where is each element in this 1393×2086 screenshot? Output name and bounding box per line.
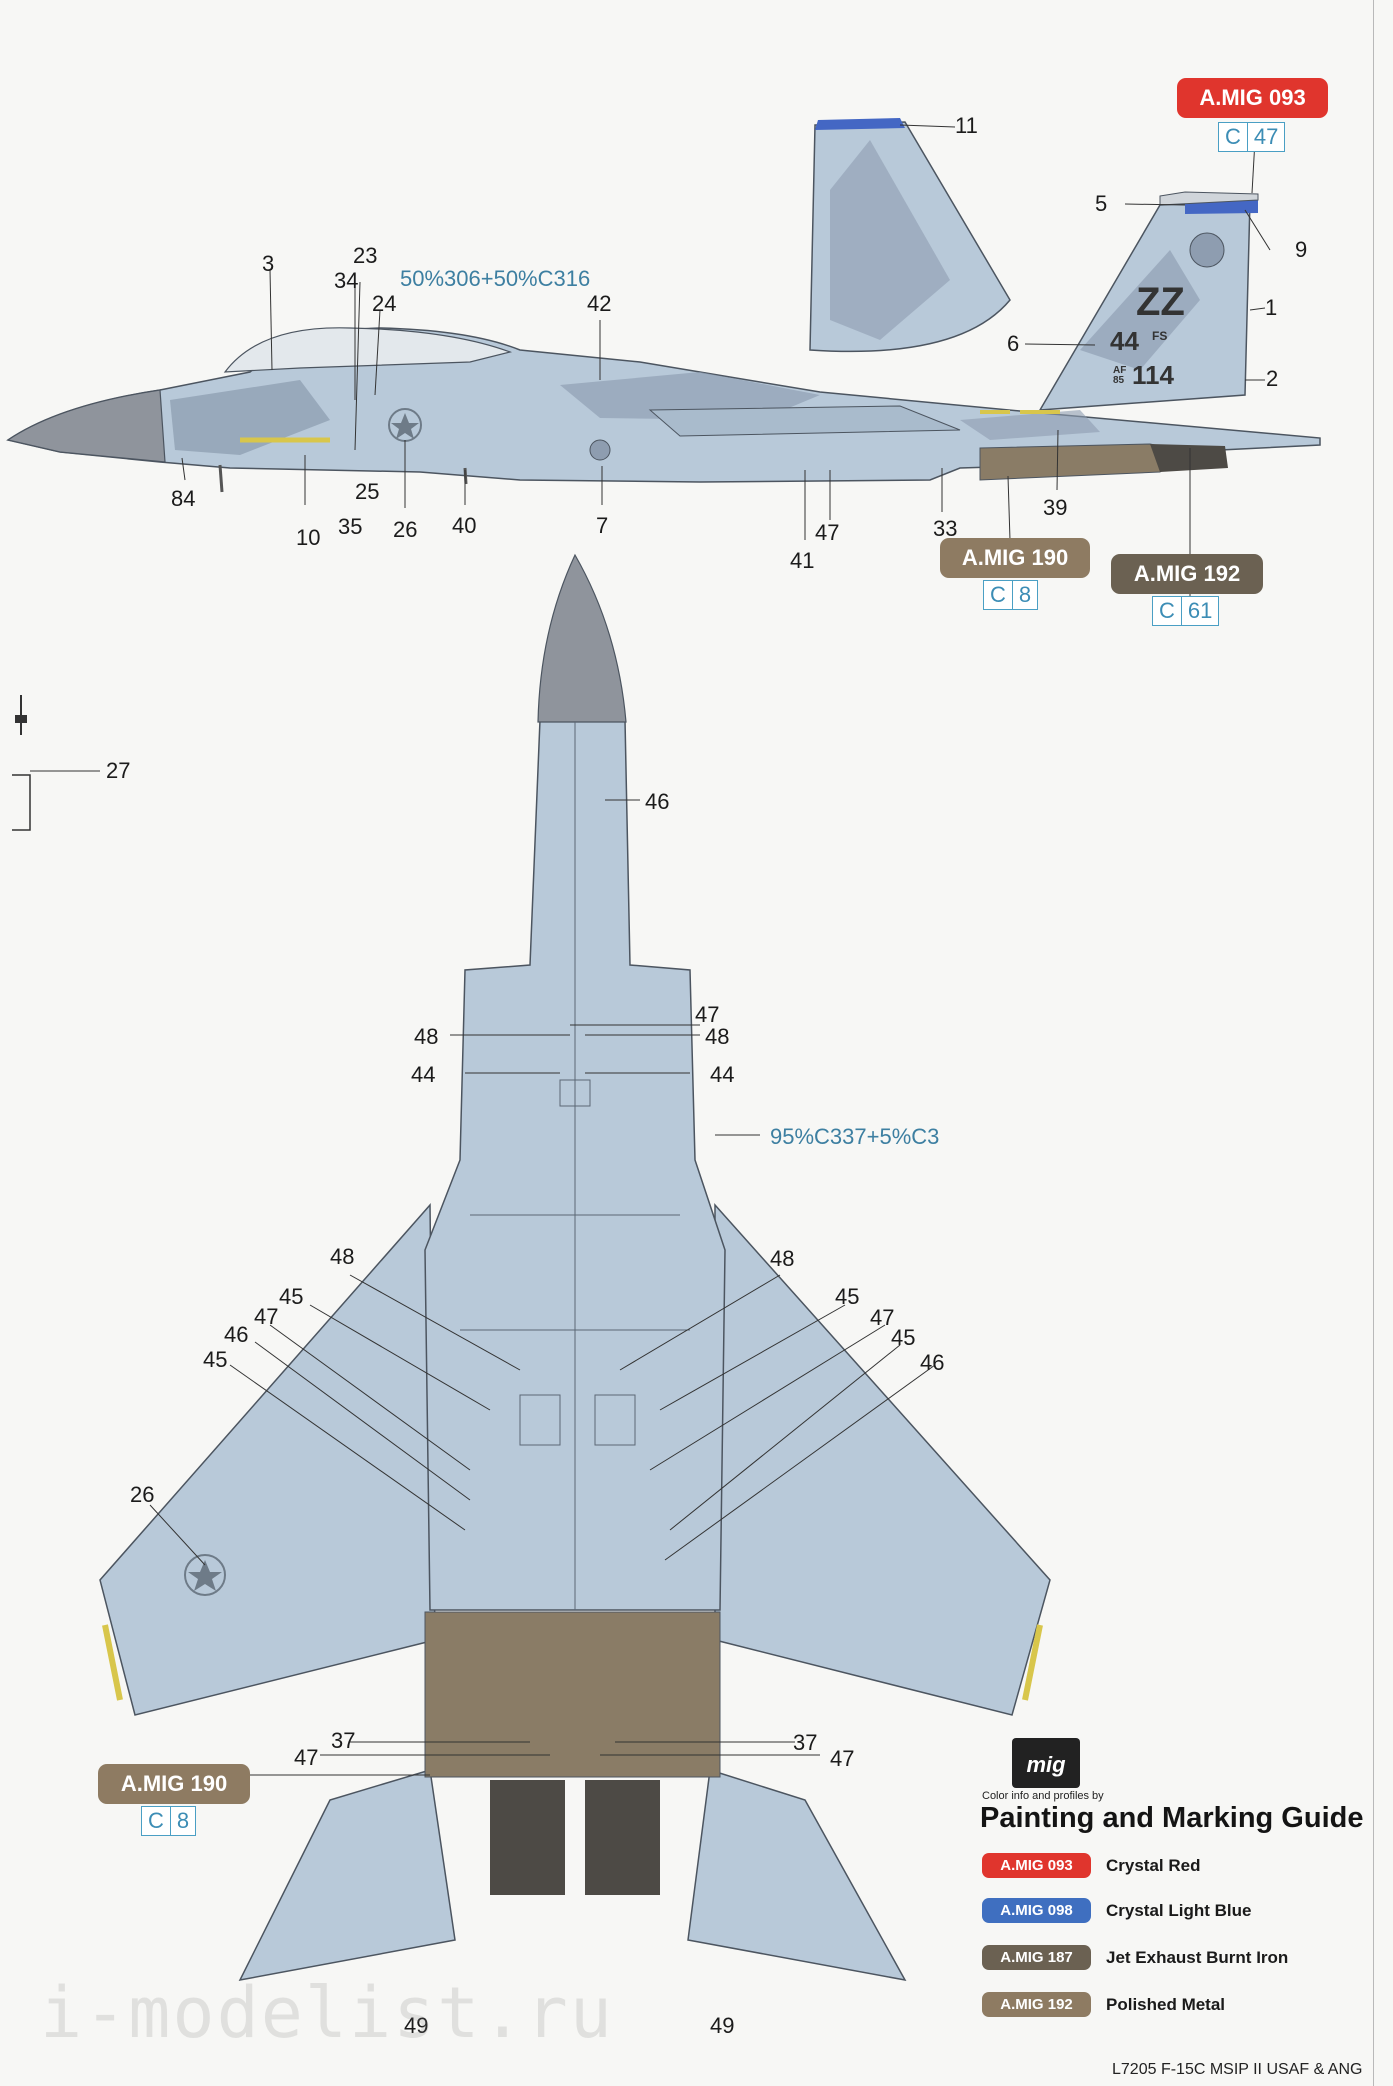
code-number: 47	[1246, 123, 1284, 151]
watermark: i-modelist.ru	[40, 1972, 614, 2054]
legend-chip-mig093: A.MIG 093	[982, 1853, 1091, 1878]
legend-name-crystal-red: Crystal Red	[1106, 1856, 1201, 1875]
callout-46-b: 46	[224, 1322, 249, 1347]
code-letter: C	[1159, 598, 1175, 623]
planform-leader-lines	[149, 799, 936, 1776]
callout-27: 27	[106, 758, 131, 783]
code-number: 61	[1180, 597, 1218, 625]
paint-code-c8-planform: C 8	[141, 1806, 197, 1836]
paint-chip-mig093: A.MIG 093	[1177, 78, 1328, 118]
footer-caption: L7205 F-15C MSIP II USAF & ANG	[1112, 2061, 1363, 2078]
callout-46-c: 46	[920, 1350, 945, 1375]
code-number: 8	[169, 1807, 195, 1835]
squadron-suffix: FS	[1152, 329, 1168, 343]
callout-45-a: 45	[279, 1284, 304, 1309]
paint-chip-mig190-side: A.MIG 190	[940, 538, 1090, 578]
callout-26-side: 26	[393, 517, 418, 542]
callout-47-side: 47	[815, 520, 840, 545]
af-prefix: AF 85	[1113, 365, 1127, 386]
callout-45-b: 45	[203, 1347, 228, 1372]
callout-47-intake: 47	[695, 1002, 720, 1027]
callout-48-wing-right: 48	[770, 1246, 795, 1271]
callout-40: 40	[452, 513, 477, 538]
code-number: 8	[1011, 581, 1037, 609]
code-letter: C	[990, 582, 1006, 607]
code-letter: C	[1225, 124, 1241, 149]
callout-5: 5	[1095, 191, 1108, 216]
legend-chip-mig187: A.MIG 187	[982, 1945, 1091, 1970]
callout-6: 6	[1007, 331, 1020, 356]
paint-chip-mig190-planform: A.MIG 190	[98, 1764, 250, 1804]
callout-47-rear-left: 47	[294, 1745, 319, 1770]
legend-name-crystal-light-blue: Crystal Light Blue	[1106, 1901, 1252, 1920]
callout-2: 2	[1266, 366, 1279, 391]
code-letter: C	[148, 1808, 164, 1833]
callout-1: 1	[1265, 295, 1278, 320]
callout-47-c: 47	[870, 1305, 895, 1330]
legend-chip-mig098: A.MIG 098	[982, 1898, 1091, 1923]
callout-3: 3	[262, 251, 275, 276]
serial-number: 114	[1132, 360, 1174, 390]
legend-title: Painting and Marking Guide	[980, 1802, 1364, 1834]
callout-45-c: 45	[835, 1284, 860, 1309]
paint-code-c8-side: C 8	[983, 580, 1039, 610]
callout-44-right: 44	[710, 1062, 735, 1087]
callout-35: 35	[338, 514, 363, 539]
legend-credit: Color info and profiles by	[982, 1790, 1104, 1802]
callout-37-left: 37	[331, 1728, 356, 1753]
antenna-detail	[12, 695, 100, 831]
callout-9: 9	[1295, 237, 1308, 262]
legend-chip-mig192: A.MIG 192	[982, 1992, 1091, 2017]
callout-39: 39	[1043, 495, 1068, 520]
side-leader-lines	[181, 124, 1271, 600]
callout-84: 84	[171, 486, 196, 511]
callout-33: 33	[933, 516, 958, 541]
callout-25: 25	[355, 479, 380, 504]
callout-37-right: 37	[793, 1730, 818, 1755]
callout-47-b: 47	[254, 1304, 279, 1329]
callout-49-right: 49	[710, 2013, 735, 2038]
planform-mix-label: 95%C337+5%C3	[770, 1124, 940, 1149]
callout-10: 10	[296, 525, 321, 550]
callout-48-right: 48	[705, 1024, 730, 1049]
legend-name-jet-exhaust: Jet Exhaust Burnt Iron	[1106, 1948, 1289, 1967]
callout-48-left: 48	[414, 1024, 439, 1049]
callout-44-left: 44	[411, 1062, 436, 1087]
side-profile	[6, 118, 1321, 493]
callout-46-nose: 46	[645, 789, 670, 814]
callout-49-left: 49	[404, 2013, 429, 2038]
mig-logo: mig	[1012, 1738, 1080, 1788]
callout-45-d: 45	[891, 1325, 916, 1350]
legend-name-polished-metal: Polished Metal	[1106, 1995, 1226, 2014]
callout-47-rear-right: 47	[830, 1746, 855, 1771]
side-mix-label: 50%306+50%C316	[400, 266, 591, 291]
paint-code-c47: C 47	[1218, 122, 1286, 152]
tail-code: ZZ	[1136, 280, 1185, 324]
callout-24: 24	[372, 291, 397, 316]
callout-41: 41	[790, 548, 815, 573]
callout-48-wing-left: 48	[330, 1244, 355, 1269]
paint-chip-mig192: A.MIG 192	[1111, 554, 1263, 594]
callout-11: 11	[955, 113, 978, 138]
callout-26-planform: 26	[130, 1482, 155, 1507]
planform-view	[99, 553, 1051, 1982]
callout-23: 23	[353, 243, 378, 268]
squadron-number: 44	[1110, 326, 1139, 356]
paint-code-c61: C 61	[1152, 596, 1220, 626]
page-border	[1373, 0, 1374, 2086]
callout-42: 42	[587, 291, 612, 316]
callout-34: 34	[334, 268, 359, 293]
callout-7: 7	[596, 513, 609, 538]
